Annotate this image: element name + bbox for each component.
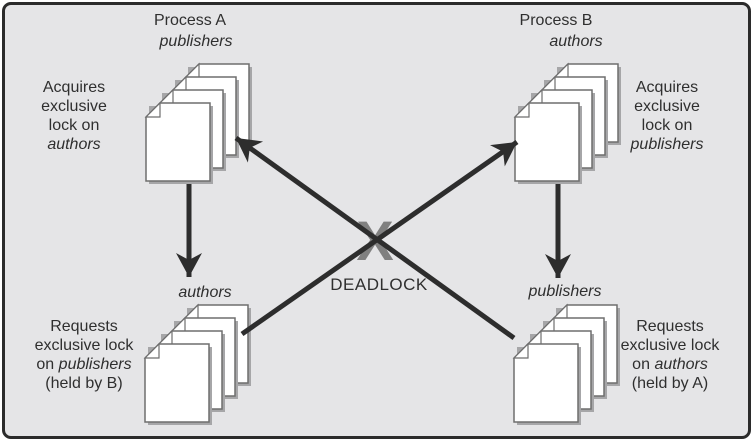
process-b-table-label: authors <box>549 33 603 50</box>
process-a-title: Process A <box>153 12 227 29</box>
note-held-by: (held by A) <box>631 375 709 392</box>
requested-authors-label: authors <box>178 284 232 301</box>
requested-publishers-label: publishers <box>528 283 602 300</box>
note-table: authors <box>654 356 708 373</box>
arrow-request-to-process-b <box>240 139 519 337</box>
deadlock-label: DEADLOCK <box>330 275 428 294</box>
note-line: exclusive <box>634 98 700 115</box>
note-table: authors <box>47 136 101 153</box>
process-b-lock-note: Acquires exclusive lock on publishers <box>631 78 704 154</box>
note-line: Acquires <box>42 79 106 96</box>
note-line: lock on <box>641 117 693 134</box>
note-line: exclusive lock <box>620 337 720 354</box>
note-table: publishers <box>58 356 132 373</box>
process-a-table-label: publishers <box>159 33 233 50</box>
document-stack-process-b-authors <box>514 63 622 185</box>
process-a-lock-note: Acquires exclusive lock on authors <box>41 78 107 154</box>
note-line: Requests <box>636 318 704 335</box>
note-line: exclusive lock <box>34 337 134 354</box>
document-stack-requested-publishers <box>513 304 621 426</box>
note-table: publishers <box>630 136 704 153</box>
note-on-word: on <box>632 356 650 373</box>
arrow-request-to-process-a <box>234 135 516 341</box>
note-line: exclusive <box>41 98 107 115</box>
document-stack-process-a-publishers <box>145 63 253 185</box>
note-held-by: (held by B) <box>45 375 123 392</box>
note-on-word: on <box>36 356 55 373</box>
process-b-title: Process B <box>519 12 593 29</box>
note-line: Acquires <box>635 79 699 96</box>
note-line: lock on <box>48 117 100 134</box>
document-stack-requested-authors <box>144 304 252 426</box>
note-line: Requests <box>50 318 118 335</box>
